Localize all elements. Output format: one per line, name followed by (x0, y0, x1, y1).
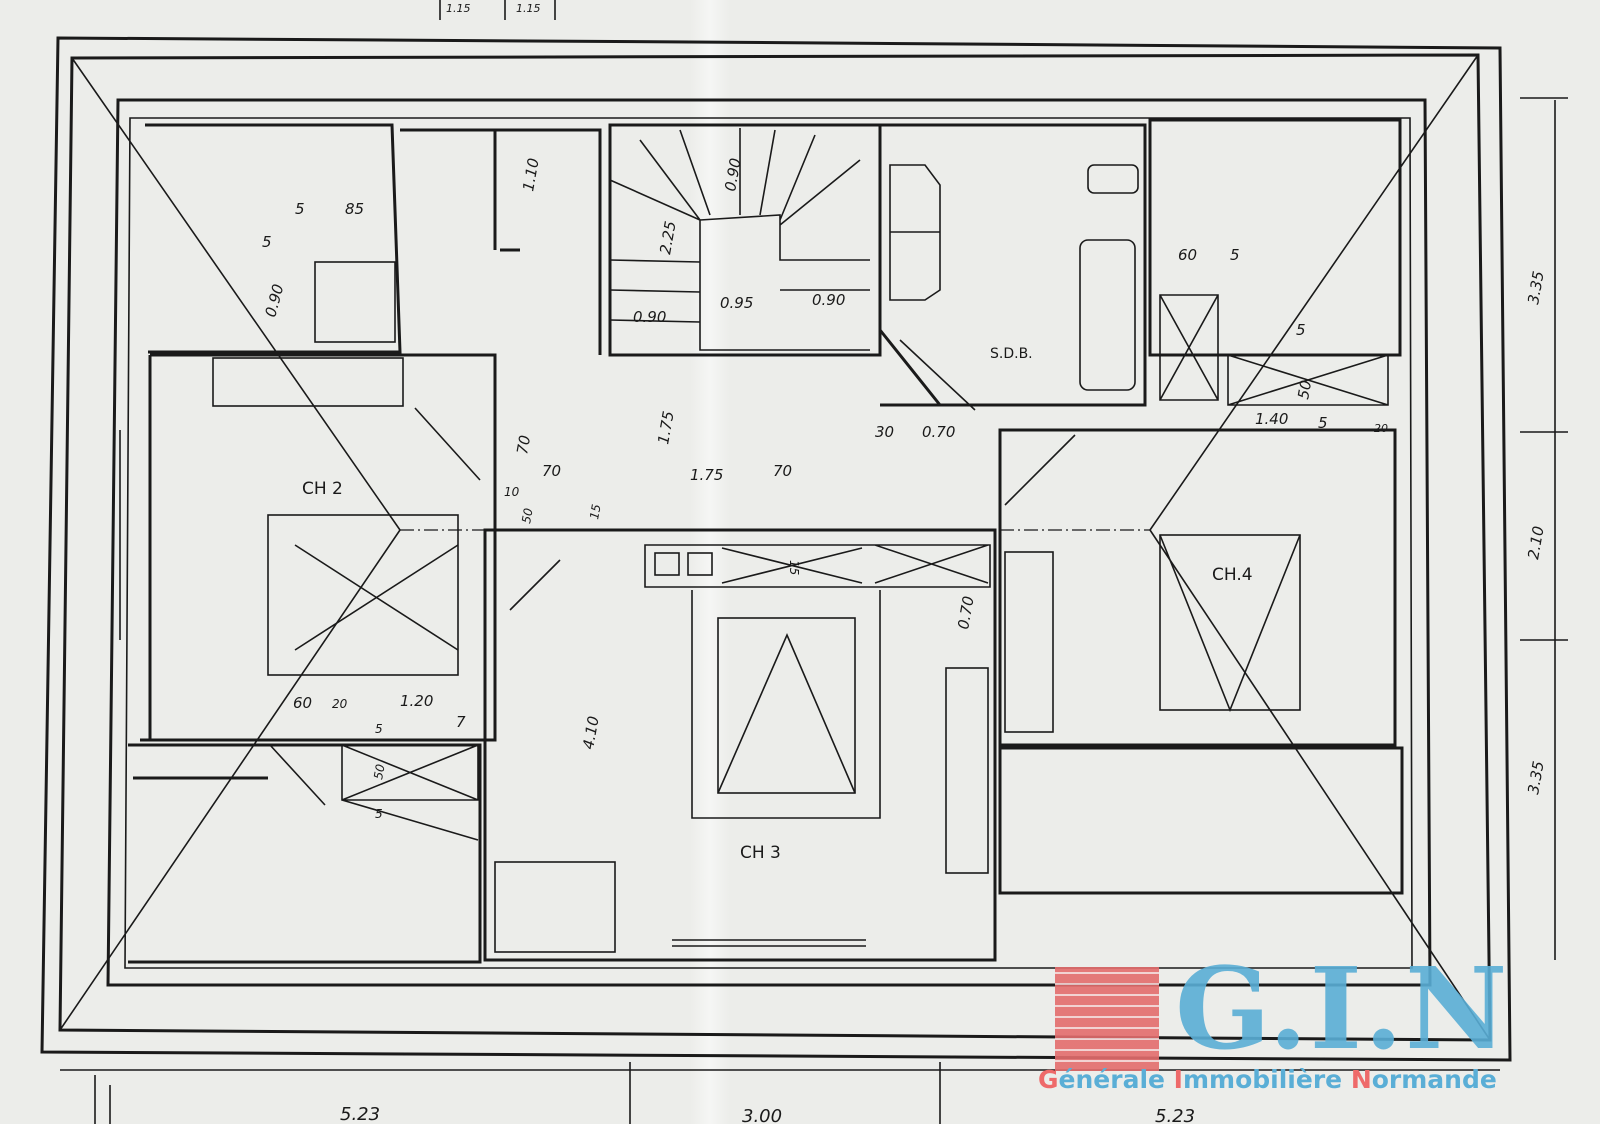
closet-ch2 (341, 744, 479, 841)
dim: 7 (456, 713, 466, 731)
dim: 5 (262, 233, 272, 251)
logo-name: G.I.N (1175, 944, 1510, 1075)
right-dim-line (1520, 97, 1568, 960)
dim: 85 (345, 200, 364, 218)
ch4-bed (1159, 534, 1301, 711)
ch2-bed-x (294, 544, 459, 651)
room-label-ch4: CH.4 (1212, 565, 1253, 585)
logo-sub-1: énérale (1058, 1065, 1174, 1094)
paper-fold (690, 0, 730, 1124)
dim: 0.70 (922, 423, 955, 441)
dim: 0.90 (721, 157, 745, 193)
dim: 50 (519, 507, 536, 525)
logo-sub-2: mmobilière (1182, 1065, 1351, 1094)
ch4-walls (998, 428, 1397, 747)
ch3-walls (483, 528, 997, 962)
wc-walls (400, 128, 602, 355)
door-swings (269, 339, 1076, 806)
dim: 2.25 (656, 220, 680, 256)
dim: 60 (1178, 246, 1197, 264)
bathtub (1079, 239, 1136, 391)
logo-sub-i: I (1173, 1065, 1183, 1094)
dim: 50 (1294, 379, 1315, 401)
dim: 2.10 (1524, 525, 1548, 561)
ch4-bed-x (1159, 534, 1301, 713)
cupboard (494, 861, 616, 953)
dim: 3.35 (1524, 270, 1548, 306)
dim: 70 (773, 462, 792, 480)
duct (654, 552, 680, 576)
brick-house-icon (1055, 967, 1159, 1071)
ch3-closets (644, 544, 991, 588)
outer-roof-line (40, 36, 1512, 1062)
shower (314, 261, 396, 343)
room-label-ch3: CH 3 (740, 843, 781, 863)
dim: 5.23 (1155, 1106, 1195, 1124)
room-label-sdb: S.D.B. (990, 346, 1033, 362)
top-right-room (1148, 118, 1402, 357)
dim: 60 (293, 694, 312, 712)
dim: 0.90 (261, 282, 287, 319)
sdb-walls (878, 123, 1147, 407)
dim: 1.40 (1255, 410, 1288, 428)
ch2-walls (140, 353, 497, 742)
dim: 5 (1230, 246, 1240, 264)
dim: 5 (375, 807, 383, 821)
bottom-dim-line (60, 1062, 1500, 1124)
dim: 3.35 (1524, 760, 1548, 796)
dim: 70 (513, 434, 534, 456)
dim: 1.75 (690, 466, 723, 484)
dim: 5 (375, 722, 383, 736)
dim: 4.10 (579, 715, 603, 751)
dim: 10 (504, 485, 520, 499)
top-ticks (439, 0, 556, 20)
dim: 1.15 (516, 2, 541, 15)
stair-steps (609, 128, 870, 351)
logo-sub-n: N (1350, 1065, 1372, 1094)
inner-walls (124, 117, 1413, 969)
dim: 1.20 (400, 692, 433, 710)
bottom-right-room (998, 746, 1404, 895)
dim: 20 (1374, 422, 1388, 435)
ch2-desk (212, 357, 404, 407)
dim: 15 (787, 560, 801, 575)
dim: 3.00 (742, 1106, 782, 1124)
dim: 5 (295, 200, 305, 218)
hip-line (59, 54, 1491, 1041)
duct (687, 552, 713, 576)
logo-sub-g: G (1038, 1065, 1059, 1094)
stair-walls (608, 123, 882, 357)
ch3-bed (717, 617, 856, 794)
ch4-wardrobe (1004, 551, 1054, 733)
outer-walls (106, 98, 1432, 987)
dim: 15 (587, 503, 603, 520)
dim: 50 (371, 763, 388, 781)
logo-subtitle: Générale Immobilière Normande (1038, 1066, 1497, 1094)
top-left-room (145, 123, 402, 354)
bottom-left-room (128, 743, 482, 964)
ch3-bed-x (691, 590, 881, 819)
dim: 1.10 (519, 157, 543, 193)
dim: 20 (332, 697, 348, 711)
dim: 5 (1318, 414, 1328, 432)
dimension-labels: 1.15 1.15 85 5 5 0.90 1.10 2.25 0.90 0.9… (261, 2, 1547, 1124)
room-label-ch2: CH 2 (302, 479, 343, 499)
double-sink (889, 164, 941, 301)
dim: 70 (542, 462, 561, 480)
dim: 5 (1296, 321, 1306, 339)
dim: 0.90 (812, 291, 845, 309)
logo-sub-3: ormande (1371, 1065, 1497, 1094)
dim: 5.23 (340, 1104, 380, 1124)
window (119, 430, 1396, 947)
dim: 30 (875, 423, 894, 441)
ch2-bed (267, 514, 459, 676)
dim: 0.90 (633, 308, 666, 326)
ch3-wardrobe (945, 667, 989, 874)
closet-x (1159, 294, 1389, 406)
dim: 0.70 (954, 595, 978, 631)
toilet (1087, 164, 1139, 194)
dim: 1.15 (446, 2, 471, 15)
dim: 0.95 (720, 294, 753, 312)
dim: 1.75 (654, 410, 678, 446)
